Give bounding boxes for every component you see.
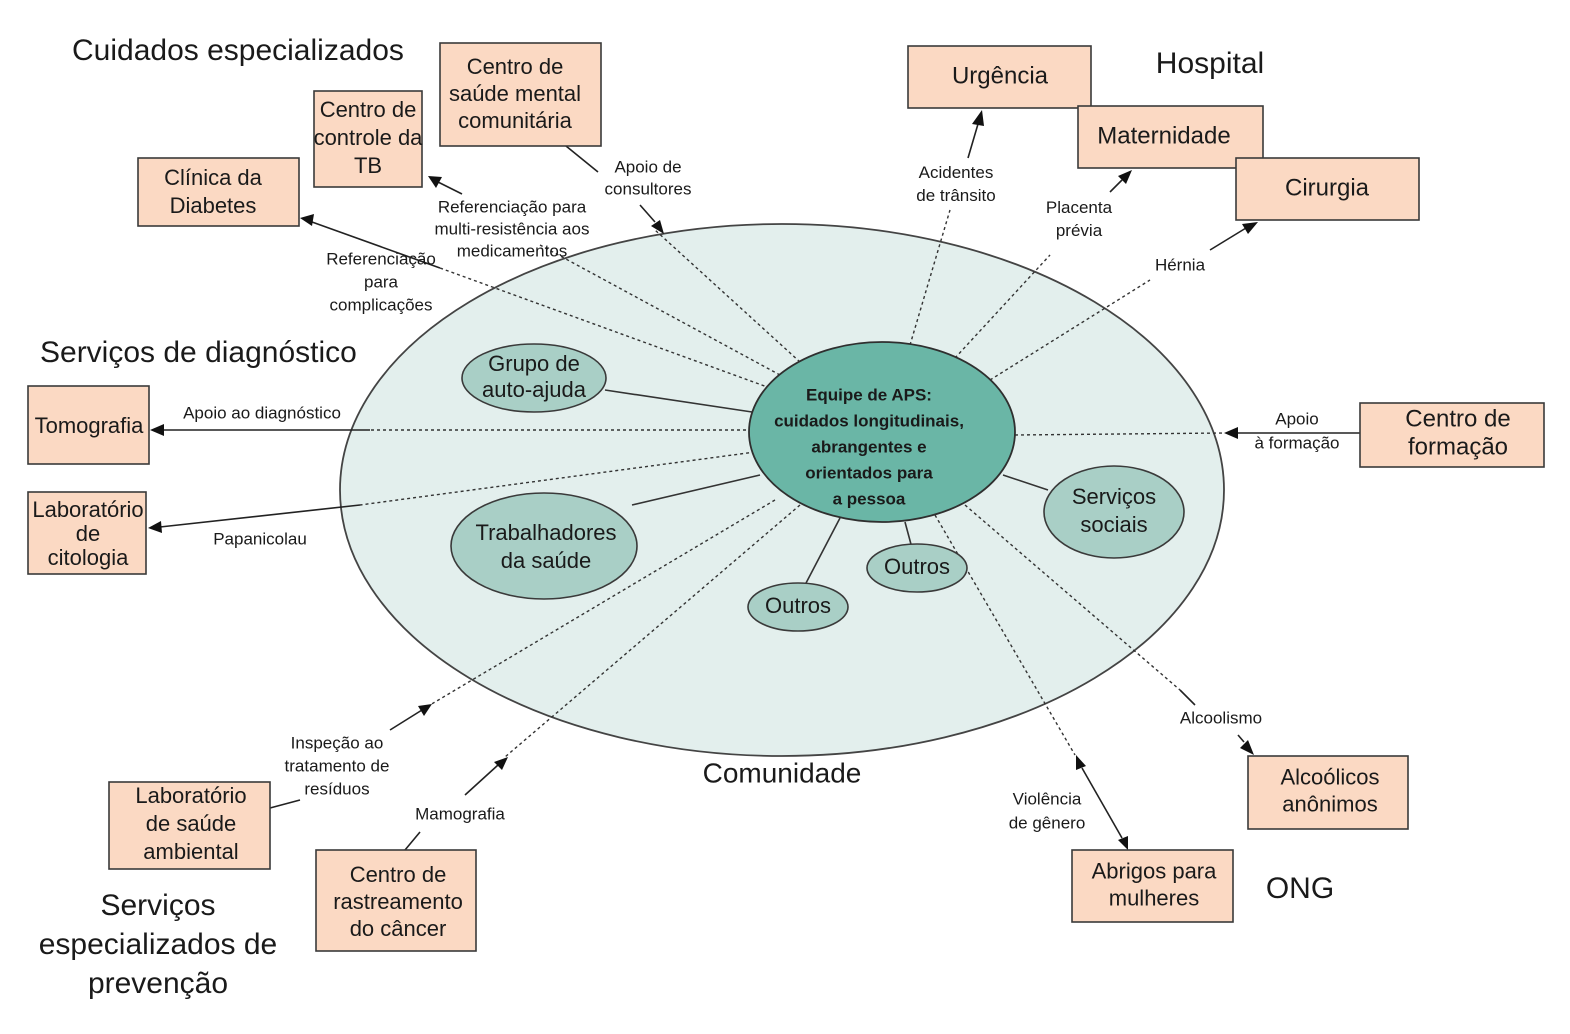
outros-2-label: Outros: [884, 554, 950, 579]
outer-connectors: [148, 110, 1360, 851]
maternidade-label: Maternidade: [1097, 122, 1230, 149]
section-comunidade: Comunidade: [703, 757, 862, 788]
maternidade-box: [1077, 105, 1264, 169]
lab-citologia-box: [27, 491, 147, 575]
spoke-placenta: [954, 254, 1051, 359]
spoke-inspecao: [429, 499, 776, 706]
centro-formacao-box: [1359, 402, 1545, 468]
label-hernia: Hérnia: [1155, 255, 1206, 274]
clinica-diabetes-box: [137, 157, 300, 227]
urgencia-label: Urgência: [952, 62, 1049, 89]
outros-1-label: Outros: [765, 593, 831, 618]
label-apoio-diagnostico: Apoio ao diagnóstico: [183, 403, 341, 422]
core-ellipse: [748, 341, 1016, 523]
grupo-autoajuda-ellipse: [461, 343, 607, 413]
alcoolicos-anonimos-box: [1247, 755, 1409, 830]
centro-tb-box: [313, 90, 423, 188]
spoke-hernia: [989, 279, 1151, 381]
abrigos-mulheres-box: [1071, 849, 1234, 923]
label-alcoolismo: Alcoolismo: [1180, 708, 1262, 727]
trabalhadores-saude-ellipse: [450, 492, 638, 600]
outros-1-ellipse: [747, 582, 849, 632]
centro-saude-mental-box: [439, 42, 602, 147]
label-mamografia: Mamografia: [415, 804, 505, 823]
urgencia-box: [907, 45, 1092, 109]
section-servicos-diagnostico: Serviços de diagnóstico: [40, 336, 357, 369]
lab-saude-ambiental-box: [108, 781, 271, 870]
section-hospital: Hospital: [1156, 47, 1264, 80]
core-label: Equipe de APS:cuidados longitudinais,abr…: [774, 385, 964, 508]
cirurgia-label: Cirurgia: [1285, 174, 1370, 201]
spoke-papanicolau: [359, 451, 756, 506]
section-ong: ONG: [1266, 872, 1334, 905]
spoke-formacao: [1014, 432, 1226, 436]
spoke-consultores: [654, 229, 801, 363]
cirurgia-box: [1235, 157, 1420, 221]
spoke-diabetes: [439, 267, 771, 389]
spoke-violencia: [934, 514, 1076, 756]
label-papanicolau: Papanicolau: [213, 529, 307, 548]
outros-2-ellipse: [866, 543, 968, 593]
tomografia-label: Tomografia: [35, 413, 145, 438]
servicos-sociais-ellipse: [1043, 465, 1185, 559]
text-layer: Cuidados especializados HospitalServiços …: [32, 34, 1510, 1000]
section-cuidados-especializados: Cuidados especializados: [72, 34, 404, 67]
solid-connectors: [604, 389, 1049, 586]
centro-rastreamento-box: [315, 849, 477, 952]
tomografia-box: [27, 385, 150, 465]
spoke-mamografia: [504, 504, 801, 758]
spoke-alcoolismo: [964, 504, 1181, 691]
dotted-spokes: [359, 209, 1226, 758]
